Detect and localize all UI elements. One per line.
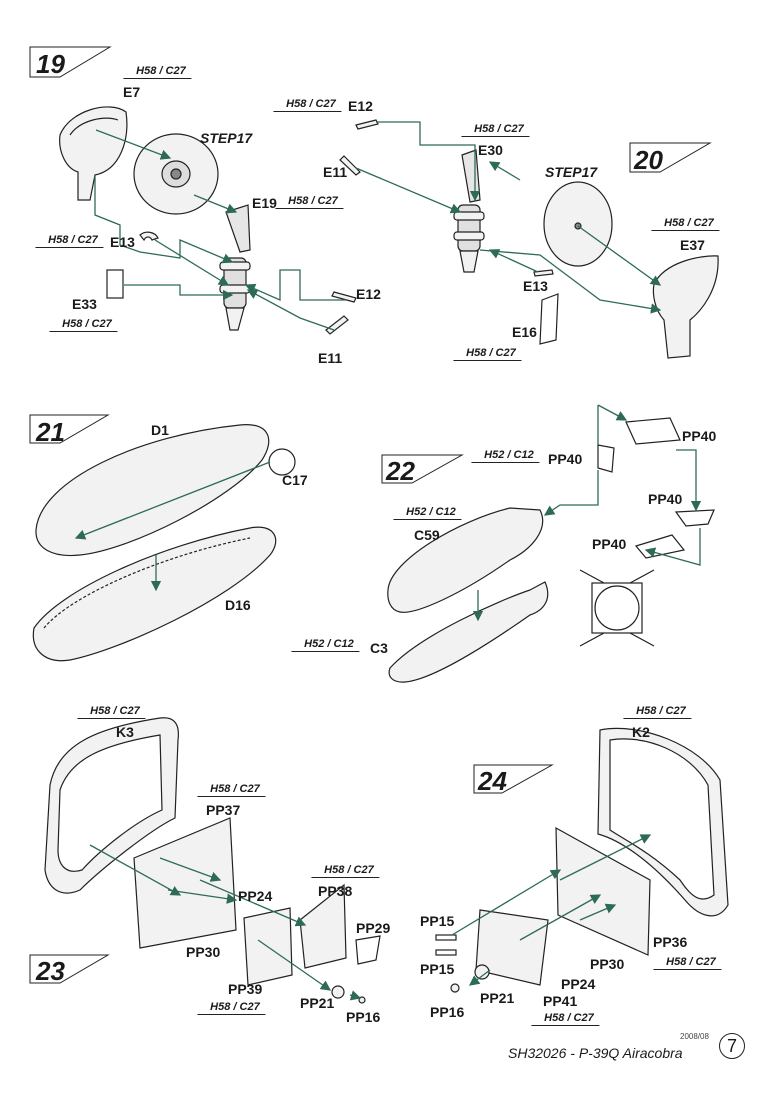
paint-code: H52 / C12 [471, 448, 545, 463]
step-reference: STEP17 [200, 130, 253, 146]
part-label: E7 [123, 84, 141, 100]
step-number: 20 [634, 145, 663, 175]
part-label: PP39 [228, 981, 263, 997]
part-label: K3 [116, 724, 134, 740]
paint-code: H58 / C27 [123, 64, 197, 79]
paint-code: H58 / C27 [77, 704, 151, 719]
part-label: PP37 [206, 802, 241, 818]
step-number: 24 [478, 766, 507, 796]
step-number: 19 [36, 49, 65, 79]
paint-code: H58 / C27 [651, 216, 725, 231]
part-label: D16 [225, 597, 251, 613]
part-label: PP40 [682, 428, 717, 444]
step-reference: STEP17 [545, 164, 598, 180]
paint-code: H58 / C27 [453, 346, 527, 361]
part-label: PP15 [420, 961, 455, 977]
step-21-drawing [32, 424, 296, 662]
part-label: PP40 [592, 536, 627, 552]
part-label: E16 [512, 324, 537, 340]
part-label: E12 [356, 286, 381, 302]
part-label: C3 [370, 640, 388, 656]
part-label: K2 [632, 724, 650, 740]
part-label: PP24 [561, 976, 596, 992]
paint-code: H58 / C27 [273, 97, 347, 112]
part-label: PP38 [318, 883, 353, 899]
step-22-drawing [387, 417, 715, 683]
step-20-drawing [339, 119, 719, 359]
part-label: E30 [478, 142, 503, 158]
part-label: PP16 [430, 1004, 465, 1020]
part-label: E33 [72, 296, 97, 312]
part-label: C59 [414, 527, 440, 543]
part-label: PP40 [548, 451, 583, 467]
part-label: D1 [151, 422, 169, 438]
part-label: E37 [680, 237, 705, 253]
part-label: E11 [318, 350, 343, 366]
part-label: PP29 [356, 920, 391, 936]
part-label: PP30 [186, 944, 221, 960]
step-number: 23 [36, 956, 65, 986]
kit-title: SH32026 - P-39Q Airacobra [508, 1045, 683, 1061]
part-label: PP16 [346, 1009, 381, 1025]
part-label: C17 [282, 472, 308, 488]
paint-code: H58 / C27 [311, 863, 385, 878]
paint-code: H58 / C27 [653, 955, 727, 970]
part-label: E11 [323, 164, 348, 180]
part-label: PP15 [420, 913, 455, 929]
paint-code: H58 / C27 [531, 1011, 605, 1026]
part-label: E13 [110, 234, 135, 250]
part-label: PP21 [300, 995, 335, 1011]
paint-code: H58 / C27 [461, 122, 535, 137]
paint-code: H58 / C27 [197, 782, 271, 797]
part-label: PP36 [653, 934, 688, 950]
print-date: 2008/08 [680, 1032, 709, 1041]
step-19-drawing [59, 106, 357, 335]
paint-code: H58 / C27 [49, 317, 123, 332]
part-label: E13 [523, 278, 548, 294]
paint-code: H58 / C27 [623, 704, 697, 719]
step-23-drawing [44, 717, 381, 1004]
step-number: 21 [36, 417, 65, 447]
paint-code: H58 / C27 [275, 194, 349, 209]
paint-code: H58 / C27 [35, 233, 109, 248]
paint-code: H52 / C12 [291, 637, 365, 652]
part-label: E12 [348, 98, 373, 114]
paint-code: H52 / C12 [393, 505, 467, 520]
page-number: 7 [719, 1033, 745, 1059]
step-number: 22 [386, 456, 415, 486]
part-label: E19 [252, 195, 277, 211]
paint-code: H58 / C27 [197, 1000, 271, 1015]
step-24-drawing [435, 727, 729, 993]
part-label: PP24 [238, 888, 273, 904]
part-label: PP41 [543, 993, 578, 1009]
part-label: PP40 [648, 491, 683, 507]
part-label: PP30 [590, 956, 625, 972]
part-label: PP21 [480, 990, 515, 1006]
